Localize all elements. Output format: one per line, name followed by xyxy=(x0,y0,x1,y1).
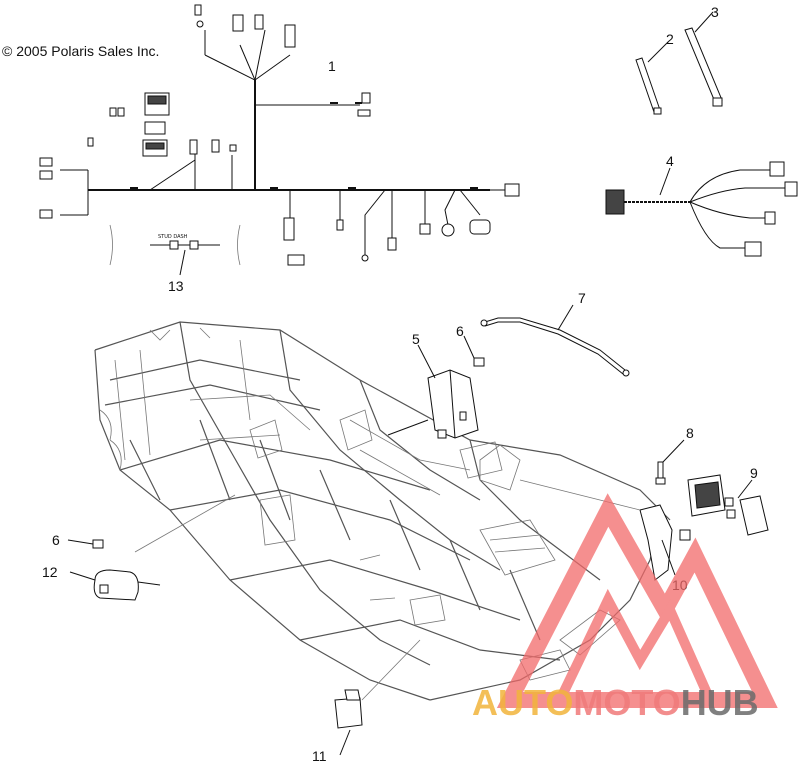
cable-ties xyxy=(635,11,723,115)
screw-6-left xyxy=(67,494,236,553)
bracket-10 xyxy=(519,479,691,581)
callout-12: 12 xyxy=(42,564,58,580)
callout-6-top: 6 xyxy=(456,323,464,339)
ground-cable xyxy=(480,304,630,377)
watermark-moto: MOTO xyxy=(573,682,681,723)
stud-dash-wire-area: STUD DASH xyxy=(109,224,241,276)
atv-frame xyxy=(94,321,671,701)
svg-text:STUD DASH: STUD DASH xyxy=(158,234,188,240)
electronic-module xyxy=(387,344,479,439)
main-wire-harness xyxy=(39,4,520,266)
copyright-text: © 2005 Polaris Sales Inc. xyxy=(2,43,160,59)
watermark-auto: AUTO xyxy=(472,682,574,723)
watermark-hub: HUB xyxy=(680,682,759,723)
watermark-text: AUTOMOTOHUB xyxy=(472,682,759,724)
callout-3: 3 xyxy=(711,4,719,20)
callout-6-left: 6 xyxy=(52,532,60,548)
relay-9 xyxy=(687,474,769,536)
bolt-8 xyxy=(655,439,685,485)
callout-1: 1 xyxy=(328,58,336,74)
sub-harness xyxy=(605,161,798,257)
callout-9: 9 xyxy=(750,465,758,481)
callout-2: 2 xyxy=(666,31,674,47)
ignition-coil-12 xyxy=(69,569,161,601)
watermark-triangle-logo xyxy=(496,493,778,708)
sensor-11 xyxy=(334,639,421,756)
callout-8: 8 xyxy=(686,425,694,441)
callout-11: 11 xyxy=(312,748,327,764)
callout-4: 4 xyxy=(666,153,674,169)
screw-6-top xyxy=(463,335,485,367)
callout-5: 5 xyxy=(412,331,420,347)
callout-7: 7 xyxy=(578,290,586,306)
callout-13: 13 xyxy=(168,278,184,294)
